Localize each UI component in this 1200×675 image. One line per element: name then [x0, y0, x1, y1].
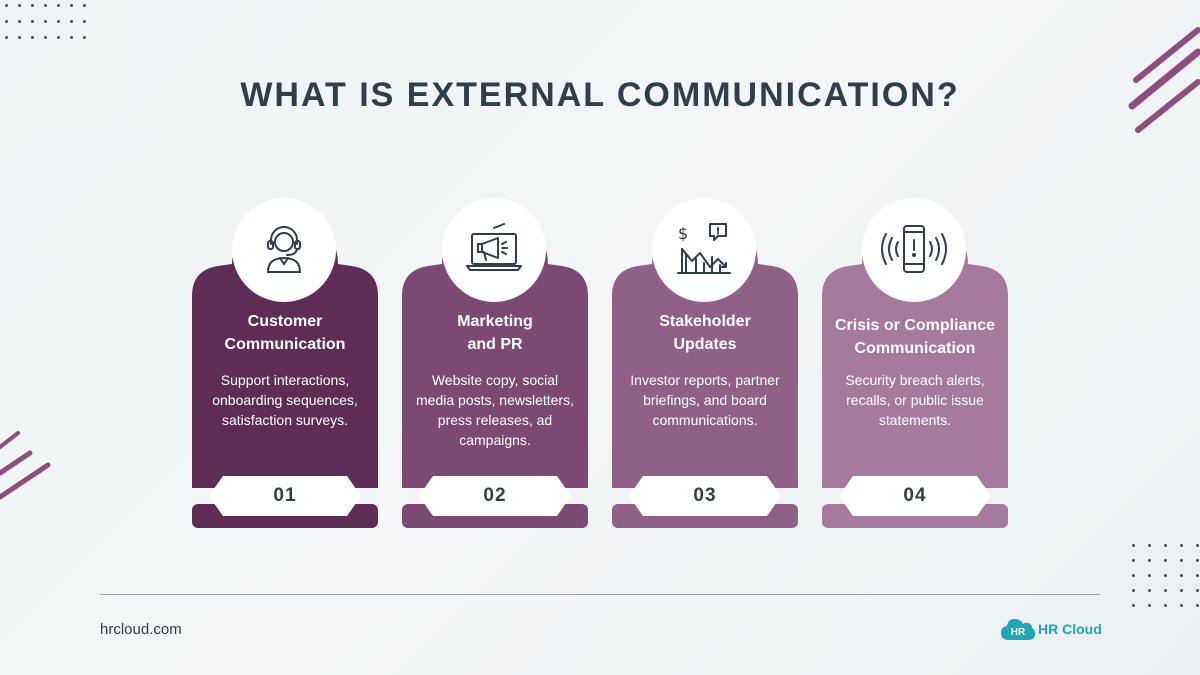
customer-support-headset-icon: [266, 226, 302, 273]
card-number: 01: [273, 485, 297, 506]
card-number-tag: 03: [629, 476, 781, 516]
card-number-tag: 04: [839, 476, 991, 516]
svg-text:$: $: [678, 224, 688, 243]
card-description: Website copy, social media posts, newsle…: [416, 372, 574, 448]
card-number-tag: 02: [419, 476, 571, 516]
card-description: Investor reports, partner briefings, and…: [630, 372, 780, 428]
footer-divider: [100, 594, 1100, 595]
card-number: 03: [693, 485, 717, 506]
card-number: 04: [903, 485, 927, 506]
footer-website-link[interactable]: hrcloud.com: [100, 621, 182, 638]
logo-text: HR Cloud: [1038, 621, 1102, 637]
phone-alert-icon: [881, 225, 947, 273]
decorative-dot-grid: [1132, 544, 1199, 607]
decorative-brush-strokes: [0, 431, 51, 500]
icon-circle: $: [652, 198, 756, 302]
cloud-icon: HR: [1000, 616, 1036, 642]
decorative-dot-grid: [5, 4, 86, 39]
card-number: 02: [483, 485, 507, 506]
card-description: Security breach alerts, recalls, or publ…: [845, 372, 985, 428]
icon-circle: [862, 198, 966, 302]
icon-circle: [442, 198, 546, 302]
card-number-tag: 01: [209, 476, 361, 516]
decorative-brush-strokes: [1128, 27, 1200, 133]
icon-circle: [232, 198, 336, 302]
megaphone-laptop-icon: [466, 223, 522, 271]
hr-cloud-logo: HR HR Cloud: [1000, 616, 1102, 642]
card-description: Support interactions, onboarding sequenc…: [212, 372, 358, 428]
logo-badge-text: HR: [1011, 627, 1026, 638]
investor-chart-icon: $: [677, 223, 731, 274]
page-title: WHAT IS EXTERNAL COMMUNICATION?: [240, 76, 960, 114]
